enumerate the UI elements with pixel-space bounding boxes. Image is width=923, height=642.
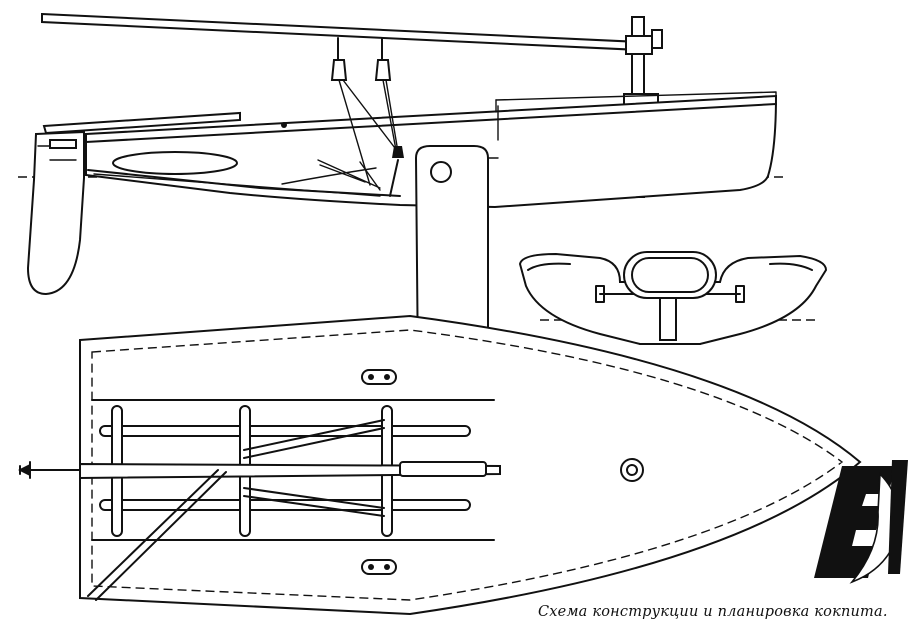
cross-section [518, 251, 828, 345]
plan-view [18, 314, 862, 616]
boom [41, 12, 641, 52]
figure-caption: Схема конструкции и планировка кокпита. [538, 604, 888, 620]
class-logo [814, 460, 908, 584]
rudder [26, 130, 85, 296]
hull-side [42, 37, 778, 209]
